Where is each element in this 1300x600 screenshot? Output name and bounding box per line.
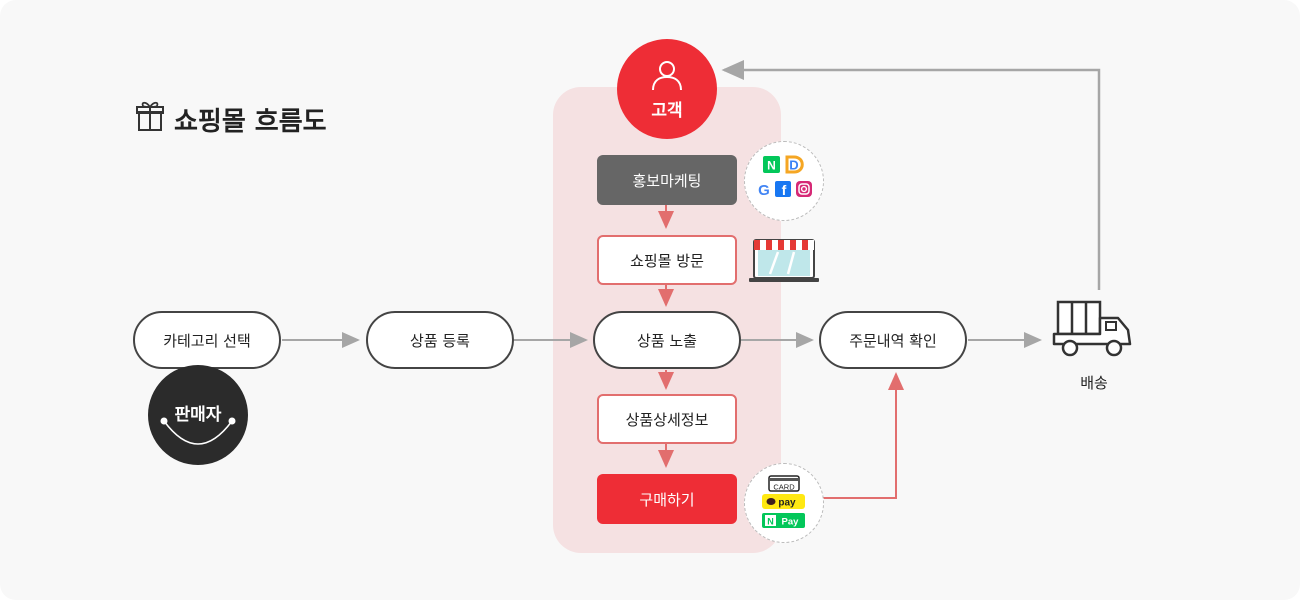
order-check-node: 주문내역 확인	[819, 311, 967, 369]
page-title: 쇼핑몰 흐름도	[136, 100, 327, 139]
seller-node: 판매자	[148, 365, 248, 465]
arrow-purchase-to-order	[822, 372, 904, 499]
naver-icon	[763, 156, 780, 173]
product-exposure-node: 상품 노출	[593, 311, 741, 369]
customer-node: 고객	[617, 39, 717, 139]
facebook-icon-letter: f	[782, 182, 787, 198]
online-store-laptop-icon	[749, 239, 819, 282]
daum-icon-letter: D	[789, 158, 798, 173]
purchase-node: 구매하기	[597, 474, 737, 524]
customer-label: 고객	[651, 100, 683, 121]
category-select-node: 카테고리 선택	[133, 311, 281, 369]
seller-label: 판매자	[174, 405, 222, 425]
naver-icon-letter: N	[767, 159, 776, 173]
naverpay-n-letter: N	[767, 517, 774, 527]
gift-icon	[136, 100, 164, 139]
mall-visit-node: 쇼핑몰 방문	[597, 235, 737, 285]
promo-marketing-node: 홍보마케팅	[597, 155, 737, 205]
daum-icon	[785, 156, 802, 173]
facebook-icon	[775, 181, 791, 197]
arrow-delivery-to-customer	[721, 60, 1101, 290]
marketing-channels-badge: N D G f	[744, 141, 824, 221]
product-register-node: 상품 등록	[366, 311, 514, 369]
smile-icon	[160, 417, 236, 445]
delivery-node: 배송	[1052, 298, 1136, 393]
google-icon: G	[758, 182, 770, 199]
kakaopay-icon	[762, 494, 805, 509]
delivery-truck-icon	[1052, 300, 1132, 357]
title-text: 쇼핑몰 흐름도	[174, 107, 327, 137]
card-icon-label: CARD	[773, 483, 795, 492]
payment-methods-badge: CARD pay N Pay	[744, 463, 824, 543]
kakaopay-label: pay	[778, 498, 796, 509]
product-detail-node: 상품상세정보	[597, 394, 737, 444]
delivery-label: 배송	[1080, 374, 1108, 392]
person-icon	[652, 60, 682, 90]
naverpay-label: Pay	[782, 517, 800, 528]
